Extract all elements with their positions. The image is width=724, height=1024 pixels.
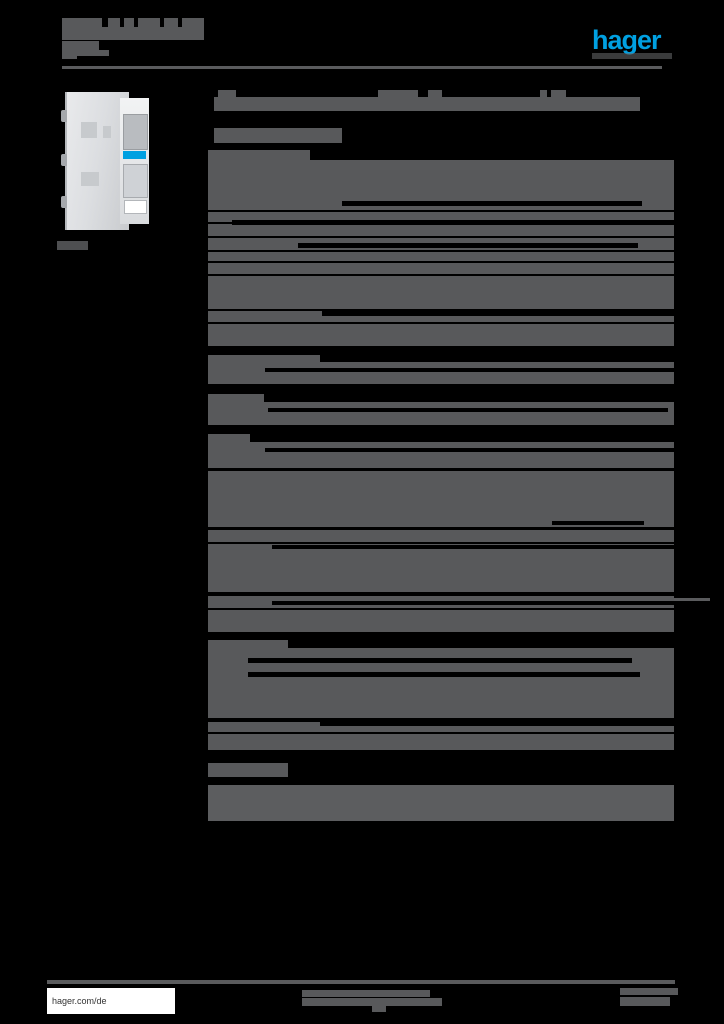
display-window-lower [123,164,148,198]
title-text-block-4 [551,90,566,97]
section-header-2 [208,355,320,365]
header-text-block-0 [62,18,102,27]
header-text-block-4 [164,18,178,27]
data-block-2 [208,212,674,222]
data-block-14 [208,530,674,542]
data-block-3 [208,224,674,236]
row-gap-2 [298,243,638,248]
footer-right-block-1 [620,997,670,1006]
header-text-block-5 [182,18,204,27]
data-block-12 [208,442,674,468]
section-header-6 [208,763,288,777]
row-gap-4 [265,368,675,372]
header-text-block-9 [77,50,109,56]
section-header-5 [208,640,288,651]
hager-logo-underline [592,53,672,59]
page-subtitle [214,128,342,143]
footer-center-block-1 [378,990,422,997]
summary-block [208,785,674,821]
row-gap-7 [552,521,644,525]
display-window-upper [123,114,148,150]
data-block-10 [208,362,674,384]
product-label [124,200,147,214]
footer-center-block-3 [372,1006,386,1012]
header-text-block-6 [62,27,204,40]
header-text-block-1 [108,18,120,27]
device-housing [67,92,129,230]
data-block-20 [208,734,674,750]
footer-center-block-2 [302,998,442,1006]
header-divider [62,66,662,69]
title-text-block-5 [214,97,640,111]
row-gap-12 [320,721,674,726]
data-block-11 [208,402,674,425]
brand-stripe [123,151,146,159]
row-gap-10 [248,658,632,663]
product-image-caption [57,241,88,250]
footer-url-link[interactable]: hager.com/de [47,988,175,1014]
footer-center-block-0 [302,990,430,997]
row-gap-5 [268,408,668,412]
header-text-block-3 [138,18,160,27]
row-gap-1 [232,220,674,225]
data-block-19 [208,722,674,732]
title-text-block-1 [378,90,418,97]
data-block-17 [208,610,674,632]
vent-grill-lower [81,172,99,186]
row-gap-6 [265,448,675,452]
row-gap-0 [342,201,642,206]
footer-divider [47,980,675,984]
section-header-4 [208,434,250,444]
hager-logo: hager [592,25,662,55]
data-block-6 [208,263,674,274]
header-text-block-7 [62,41,99,50]
title-text-block-2 [428,90,442,97]
row-gap-11 [248,672,640,677]
vent-grill-side [103,126,111,138]
data-block-5 [208,252,674,261]
data-block-7 [208,276,674,309]
section-header-3 [208,394,264,404]
footer-right-block-0 [620,988,678,995]
row-gap-3 [322,311,674,316]
title-text-block-3 [540,90,547,97]
table-edge-rule [674,598,710,601]
row-gap-9 [272,601,674,605]
row-gap-8 [272,545,674,549]
title-text-block-0 [218,90,236,97]
section-header-1 [208,150,310,160]
data-block-9 [208,324,674,346]
vent-grill-upper [81,122,97,138]
data-block-8 [208,311,674,322]
data-block-13 [208,471,674,527]
product-image [57,88,157,233]
header-text-block-2 [124,18,134,27]
data-block-15 [208,544,674,592]
header-text-block-8 [62,50,77,59]
